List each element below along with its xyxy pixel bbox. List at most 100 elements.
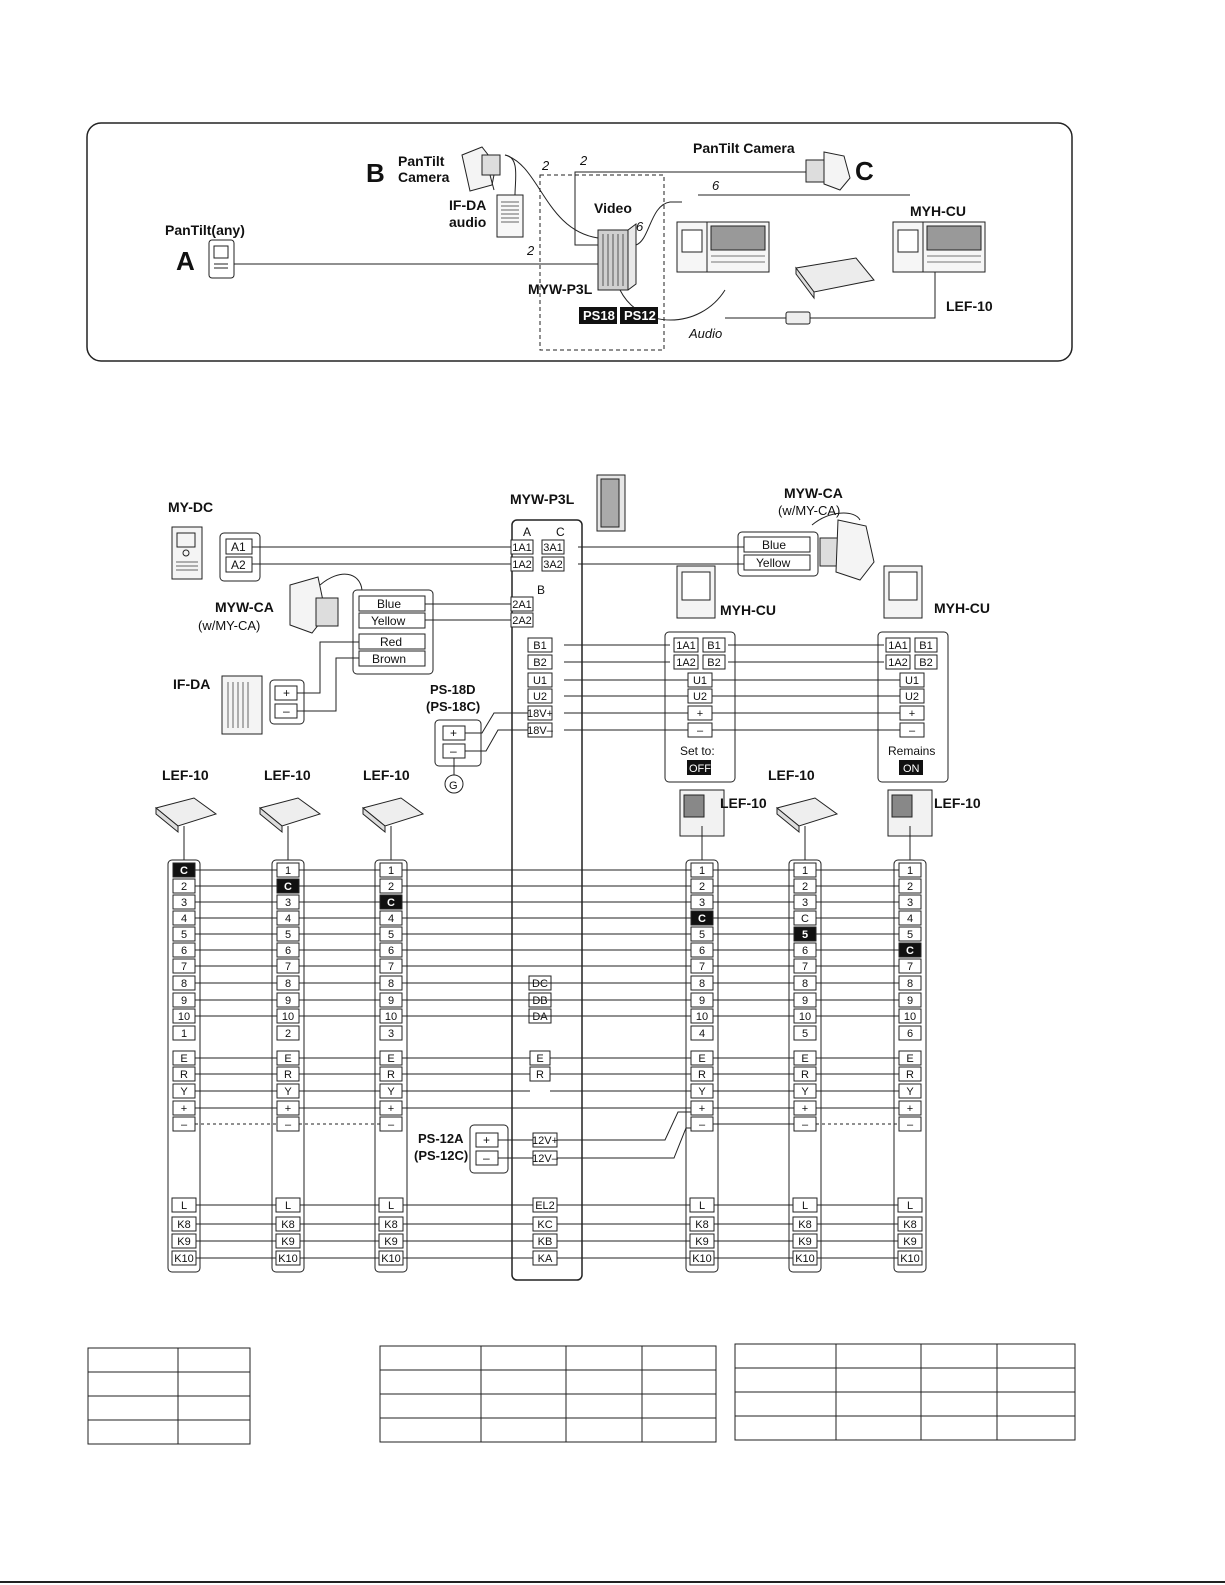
lef4-row10-box [793, 1025, 817, 1041]
myhcu-right-note: Remains [888, 744, 935, 758]
lef2-k0: L [388, 1200, 394, 1212]
mywca-right-title: MYW-CA [784, 485, 843, 501]
lef3-k1: K8 [695, 1219, 708, 1231]
lef10-title-0: LEF-10 [162, 767, 209, 783]
mywca-left-yellow: Yellow [371, 614, 406, 628]
lef1-low0: E [284, 1053, 291, 1065]
lef0-row1: 2 [181, 881, 187, 893]
lef1-k2: K9 [281, 1236, 294, 1248]
lef2-row10-box [379, 1025, 403, 1041]
lef4-row6: 7 [802, 961, 808, 973]
lef5-row4: 5 [907, 929, 913, 941]
lef1-row9: 10 [282, 1011, 294, 1023]
myhcu_left-t3: U2 [693, 691, 707, 703]
mywp3l-overview-label: MYW-P3L [528, 281, 593, 297]
myhcu_right-t0b-box [914, 637, 938, 653]
lef2-row8: 9 [388, 995, 394, 1007]
lef10-overview-label: LEF-10 [946, 298, 993, 314]
myhcu_left-t5: – [697, 725, 704, 737]
p3l-k-2: KB [538, 1236, 553, 1248]
p3l-12v-0-box [532, 1132, 558, 1148]
myhcu_left-t1b-box [702, 654, 726, 670]
p3l-mid-2-box [527, 672, 553, 688]
lef1-low1: R [284, 1069, 292, 1081]
lef0-k0: L [181, 1200, 187, 1212]
lef5-row3: 4 [907, 913, 913, 925]
myhcu_right-t3: U2 [905, 691, 919, 703]
mywp3l-unit [597, 223, 637, 291]
mydc-term-a2: A2 [231, 558, 246, 572]
ps12-minus: – [483, 1151, 490, 1165]
myhcu-right-overview [892, 221, 986, 273]
myhcu_right-t2: U1 [905, 675, 919, 687]
pantilt-camera-b-device [461, 146, 501, 192]
p3l-mid-1-box [527, 654, 553, 670]
mydc-label: MY-DC [168, 499, 213, 515]
lef5-row1: 2 [907, 881, 913, 893]
lef0-row4: 5 [181, 929, 187, 941]
lef0-low1: R [180, 1069, 188, 1081]
mywp3l-unit-icon [596, 474, 626, 532]
lef10-title-4: LEF-10 [720, 795, 767, 811]
lef0-row5: 6 [181, 945, 187, 957]
p3l-er-0: E [536, 1053, 543, 1065]
lef1-k0: L [285, 1200, 291, 1212]
lef3-row6: 7 [699, 961, 705, 973]
lef0-k2: K9 [177, 1236, 190, 1248]
lef5-row10-box [898, 1025, 922, 1041]
mywp3l-col-b: B [537, 583, 545, 597]
myhcu_left-t0b-box [702, 637, 726, 653]
wire-count-4: 6 [636, 219, 644, 234]
lef4-k1: K8 [798, 1219, 811, 1231]
p3l-1a1: 1A1 [512, 542, 532, 554]
lef10-title-5: LEF-10 [934, 795, 981, 811]
mywp3l-col-c: C [556, 525, 565, 539]
p3l-1a1-box [510, 539, 534, 555]
lef1-row10: 2 [285, 1028, 291, 1040]
lef5-row9: 10 [904, 1011, 916, 1023]
myhcu_left-t5-box [687, 722, 713, 738]
lef3-row9: 10 [696, 1011, 708, 1023]
myhcu-right-state: ON [903, 763, 920, 775]
p3l-2a2: 2A2 [512, 615, 532, 627]
p3l-mid-4: 18V+ [527, 708, 553, 720]
p3l-12v-0: 12V+ [532, 1135, 558, 1147]
lef10-title-3: LEF-10 [768, 767, 815, 783]
lef1-low4: – [285, 1119, 292, 1131]
lef0-low0: E [180, 1053, 187, 1065]
lef2-row3: 4 [388, 913, 394, 925]
lef4-low2: Y [801, 1086, 809, 1098]
p3l-mid-4-box [527, 705, 553, 721]
lef5-row8: 9 [907, 995, 913, 1007]
p3l-d-0: DC [532, 978, 548, 990]
lef0-k3: K10 [174, 1253, 194, 1265]
lef4-row5: 6 [802, 945, 808, 957]
lef4-k0: L [802, 1200, 808, 1212]
mywca-right-yellow: Yellow [756, 556, 791, 570]
lef1-row5: 6 [285, 945, 291, 957]
p3l-1a2-box [510, 556, 534, 572]
lef10-title-2: LEF-10 [363, 767, 410, 783]
lef0-row2: 3 [181, 897, 187, 909]
lef2-low0: E [387, 1053, 394, 1065]
lef4-low0: E [801, 1053, 808, 1065]
ifda-label: IF-DA [173, 676, 210, 692]
mydc-device [171, 526, 203, 580]
pantilt-camera-b-label-1: PanTilt [398, 153, 445, 169]
lef4-row9: 10 [799, 1011, 811, 1023]
pantilt-any-device [208, 239, 235, 279]
myhcu_left-t1a-box [673, 654, 699, 670]
myhcu_left-t3-box [687, 688, 713, 704]
mywca-left-sub: (w/MY-CA) [198, 618, 260, 633]
lef3-row4: 5 [699, 929, 705, 941]
myhcu_right-t5-box [899, 722, 925, 738]
lef5-low4-box [898, 1116, 922, 1132]
mywp3l-col-a: A [523, 525, 531, 539]
lef5-k0: L [907, 1200, 913, 1212]
lef0-low4: – [181, 1119, 188, 1131]
mywca-left-device [289, 573, 363, 634]
ifda-audio-label-2: audio [449, 214, 486, 230]
myhcu_right-t4: + [909, 708, 915, 720]
lef0-low2: Y [180, 1086, 188, 1098]
lef0-row0: C [180, 865, 188, 877]
